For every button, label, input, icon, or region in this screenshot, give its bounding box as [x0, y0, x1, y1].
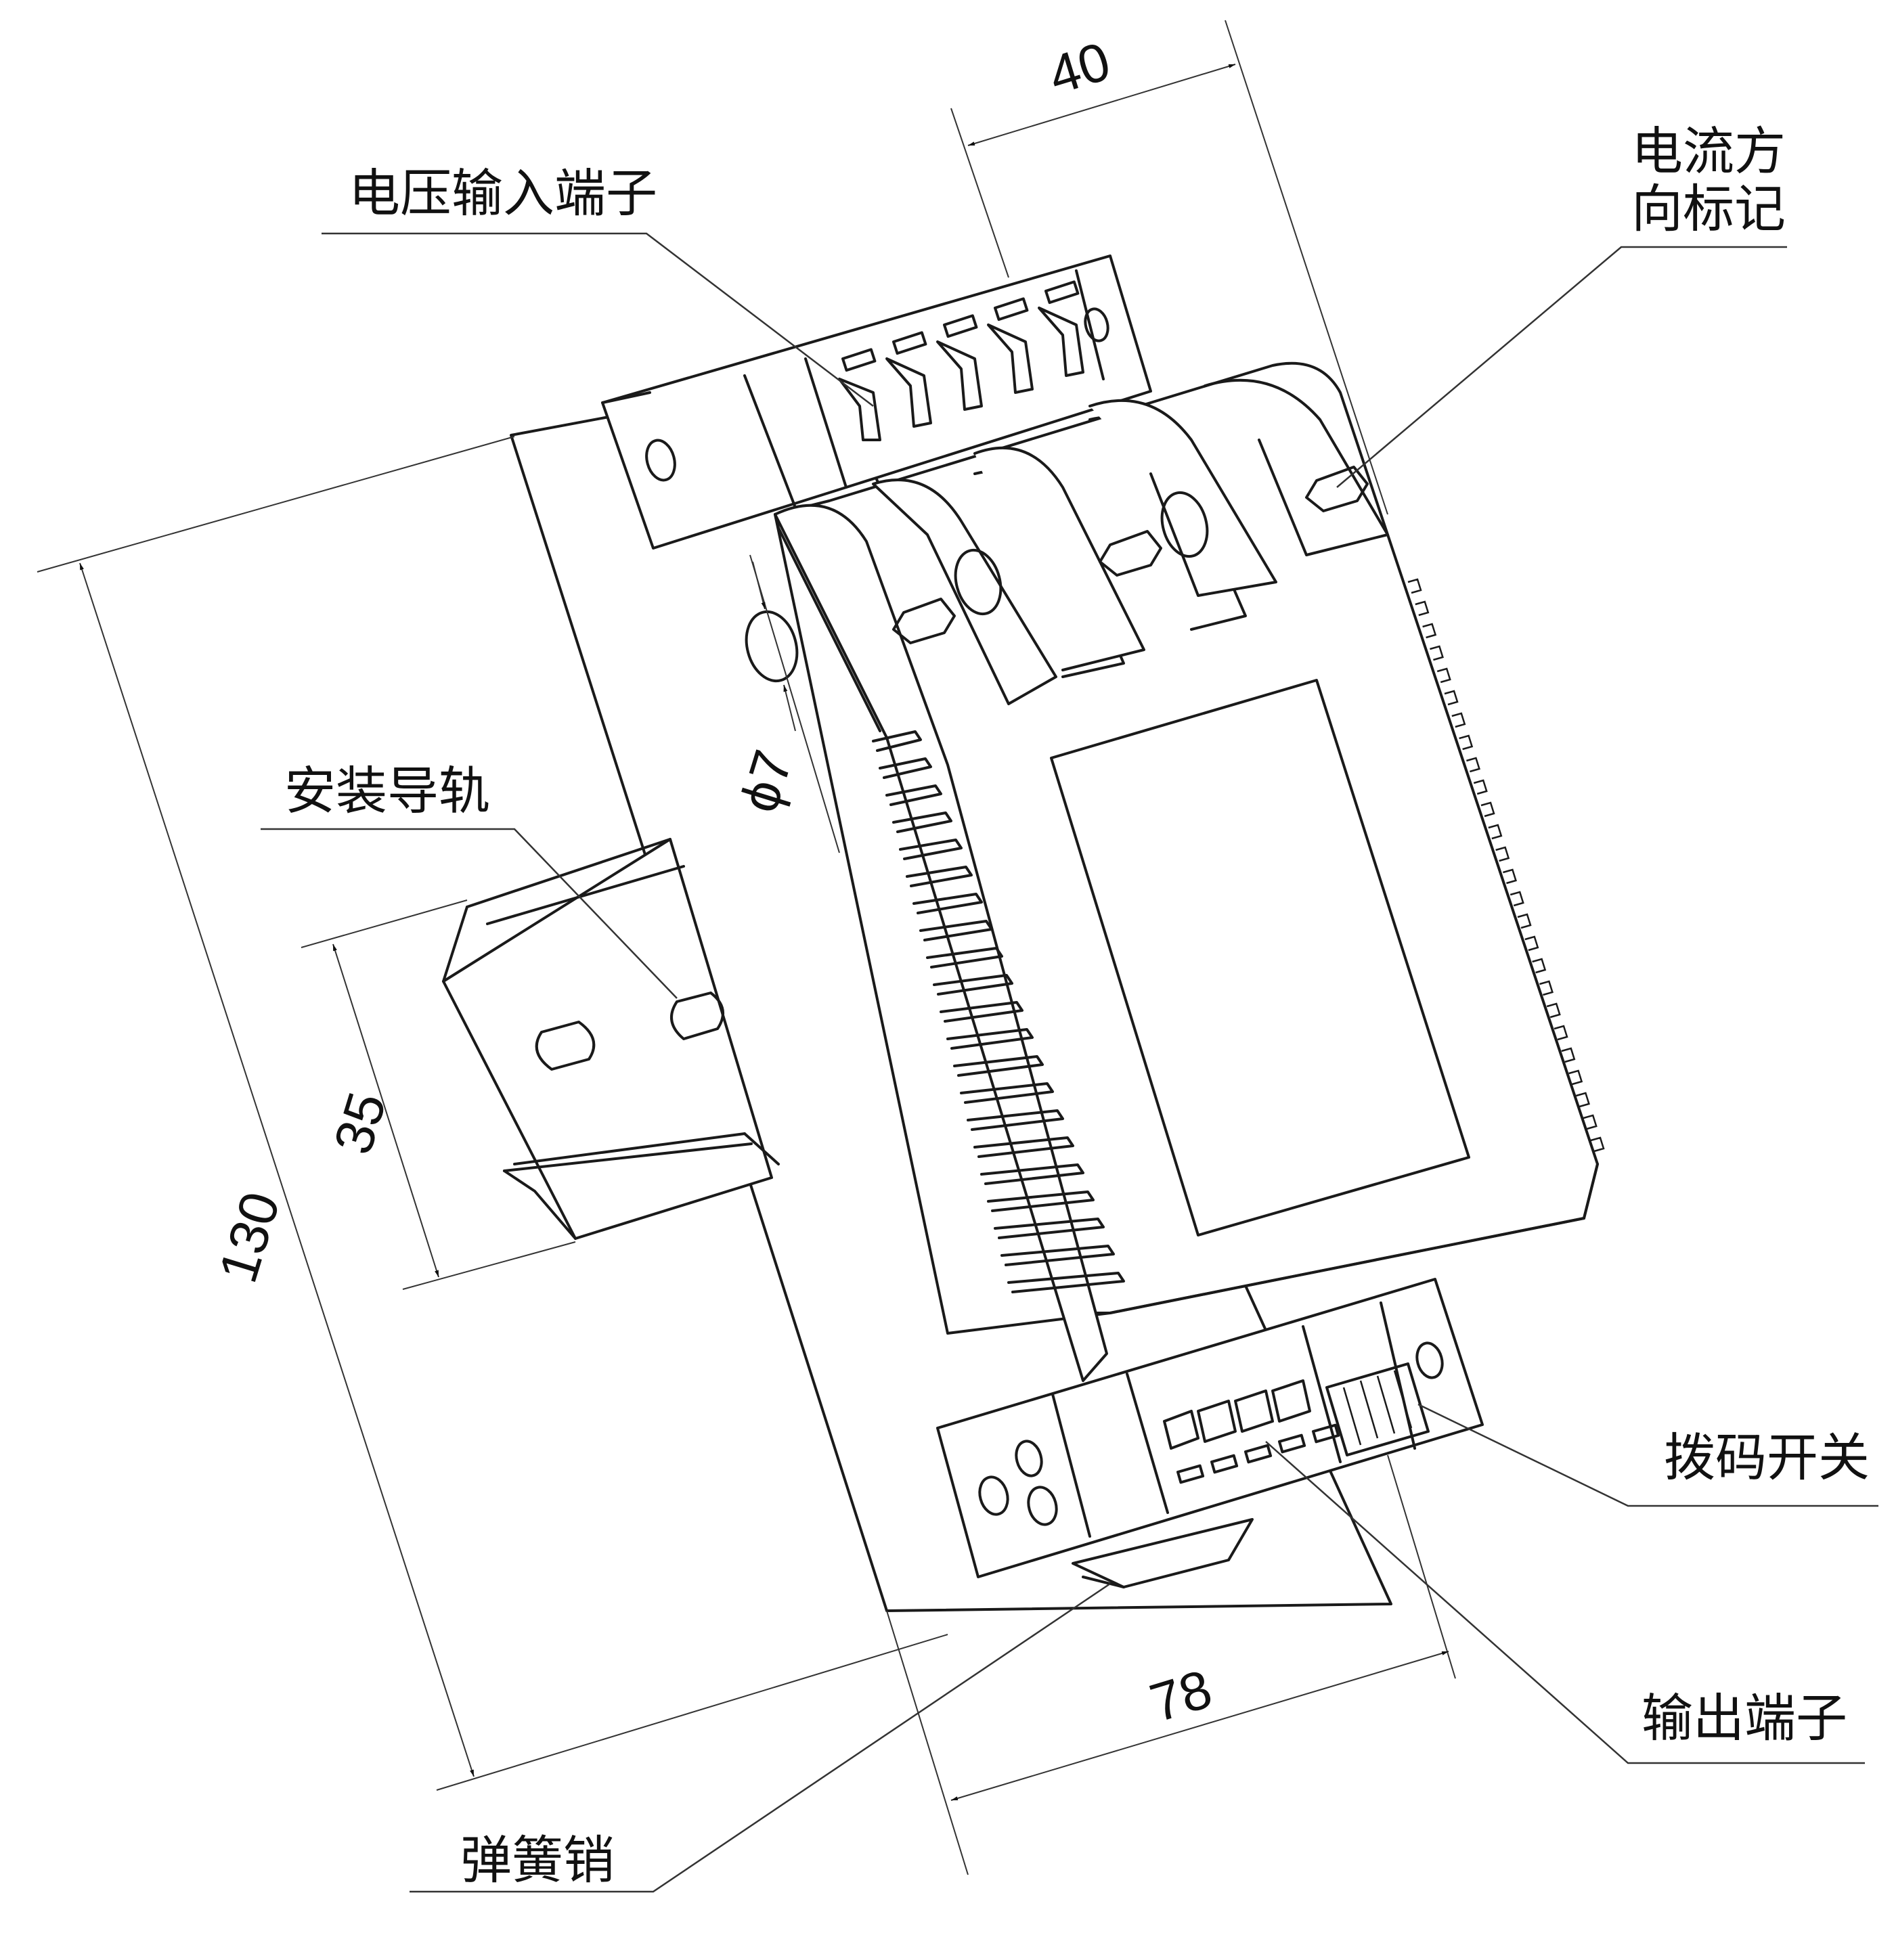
fin	[906, 866, 973, 887]
current-direction-arrow-3	[1305, 466, 1369, 512]
leader-current-direction	[1336, 246, 1787, 488]
fin	[994, 1218, 1105, 1239]
fin	[1007, 1272, 1125, 1293]
fin	[899, 839, 963, 860]
ct-window-1	[774, 504, 1108, 1382]
label-current-direction-line1: 电流方	[1631, 121, 1786, 181]
top-terminal-block	[601, 254, 1152, 550]
dim-text-35: 35	[322, 1086, 397, 1161]
rail-slot-right	[670, 992, 724, 1040]
fin	[933, 974, 1013, 996]
fin	[872, 730, 922, 752]
leader-dip-switch	[1417, 1403, 1878, 1507]
fin	[912, 893, 983, 914]
dim-text-78: 78	[1143, 1658, 1218, 1733]
label-window	[1050, 679, 1470, 1237]
fin	[960, 1082, 1054, 1104]
current-direction-arrow-2	[1099, 530, 1162, 577]
fin	[940, 1001, 1023, 1023]
fin	[946, 1028, 1034, 1050]
mounting-rail	[442, 838, 780, 1240]
dimension-130	[37, 436, 948, 1791]
dimension-78	[886, 1454, 1456, 1875]
fin	[919, 920, 993, 941]
leader-voltage-input	[322, 232, 874, 407]
leader-output-terminal	[1265, 1441, 1865, 1764]
label-mounting-rail: 安装导轨	[284, 761, 490, 821]
serration	[1407, 578, 1605, 1153]
bottom-screw-holes	[978, 1341, 1444, 1526]
dim-text-130: 130	[207, 1185, 291, 1289]
rib-hole-3	[1160, 491, 1209, 558]
fin	[987, 1190, 1095, 1212]
right-edge-serrations	[1407, 578, 1605, 1153]
fin	[892, 811, 952, 833]
ct-window-4	[1088, 378, 1389, 597]
leader-mounting-rail	[261, 828, 678, 999]
fin	[885, 784, 942, 806]
label-output-terminal: 输出端子	[1642, 1688, 1847, 1748]
rail-slot-left	[535, 1021, 596, 1071]
dimension-40	[950, 20, 1388, 515]
bottom-terminal-block	[936, 1278, 1484, 1578]
dim-text-40: 40	[1042, 30, 1117, 106]
fin	[926, 947, 1003, 968]
voltage-input-terminal-slots	[838, 280, 1109, 441]
dip-switch-body	[1325, 1362, 1430, 1456]
rib-hole-2	[954, 548, 1003, 616]
label-voltage-input-terminal: 电压输入端子	[349, 163, 657, 223]
label-dip-switch: 拨码开关	[1664, 1427, 1870, 1488]
fin	[1000, 1245, 1115, 1266]
label-spring-pin: 弹簧销	[460, 1830, 615, 1890]
leader-spring-pin	[410, 1582, 1111, 1893]
label-current-direction-line2: 向标记	[1631, 179, 1786, 239]
fin	[879, 757, 932, 779]
spring-pin	[1072, 1518, 1254, 1588]
fin	[980, 1163, 1084, 1185]
fin	[973, 1136, 1074, 1158]
fin	[953, 1055, 1044, 1077]
current-direction-arrow-1	[892, 598, 956, 644]
fin	[967, 1109, 1064, 1131]
ventilation-fins	[872, 730, 1125, 1293]
output-terminal-slots	[1163, 1379, 1340, 1484]
dimension-phi7	[749, 554, 840, 853]
phi7-hole	[745, 610, 799, 683]
top-terminal-screw-hole	[645, 439, 676, 482]
dimension-35	[301, 899, 576, 1290]
